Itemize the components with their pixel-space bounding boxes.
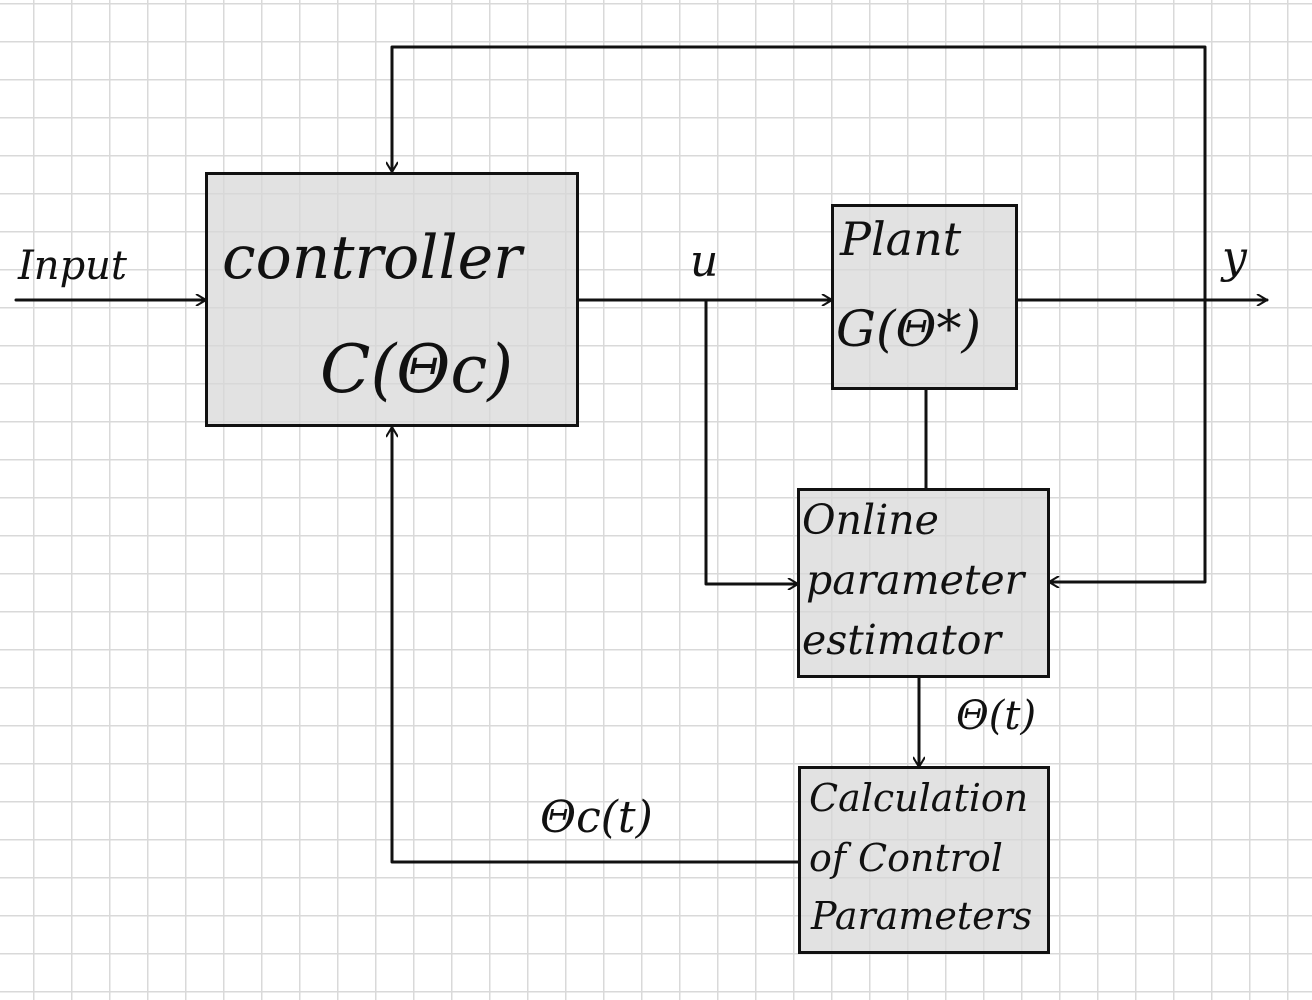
theta-c-feedback-arrow (392, 425, 801, 864)
calculation-line-2: of Control (809, 836, 1003, 880)
controller-label: controller (222, 223, 522, 293)
plant-label: Plant (840, 212, 962, 266)
calculation-line-1: Calculation (809, 776, 1029, 820)
theta-c-t-label: Θc(t) (540, 792, 653, 843)
calculation-line-3: Parameters (811, 894, 1033, 938)
estimator-line-3: estimator (802, 616, 1001, 664)
theta-t-label: Θ(t) (956, 693, 1037, 739)
input-label: Input (18, 243, 128, 289)
calculation-block: Calculation of Control Parameters (798, 766, 1050, 954)
estimator-block: Online parameter estimator (797, 488, 1050, 678)
controller-function: C(Θc) (320, 331, 514, 408)
plant-function: G(Θ*) (836, 300, 981, 358)
estimator-line-2: parameter (806, 556, 1025, 604)
u-signal-label: u (690, 236, 719, 287)
u-to-estimator-arrow (704, 298, 800, 584)
estimator-line-1: Online (802, 496, 939, 544)
y-feedback-arrow (392, 45, 1207, 302)
controller-block: controller C(Θc) (205, 172, 579, 427)
plant-block: Plant G(Θ*) (831, 204, 1018, 390)
y-signal-label: y (1222, 232, 1247, 283)
y-to-estimator-arrow (1047, 298, 1207, 582)
